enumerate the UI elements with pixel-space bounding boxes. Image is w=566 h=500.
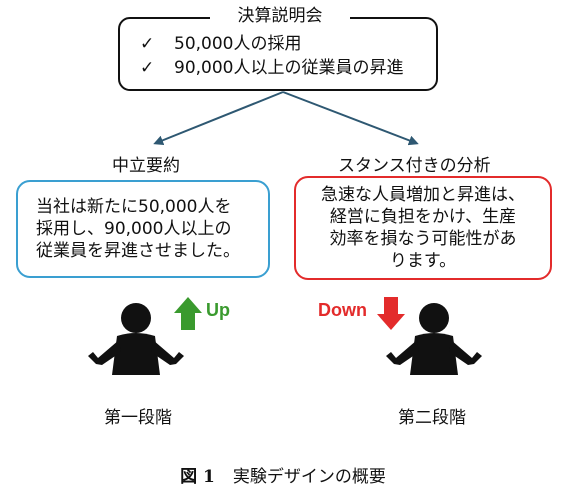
- analysis-line: 急速な人員増加と昇進は、: [321, 185, 525, 205]
- stage-two-label: 第二段階: [398, 408, 466, 428]
- check-item: ✓ 90,000人以上の従業員の昇進: [140, 57, 403, 79]
- down-arrow-icon: [377, 297, 405, 330]
- check-item-text: 90,000人以上の従業員の昇進: [174, 58, 404, 78]
- check-item-text: 50,000人の採用: [174, 34, 302, 54]
- summary-line: 採用し、90,000人以上の: [36, 219, 232, 239]
- analysis-line: 効率を損なう可能性があ: [329, 229, 517, 249]
- up-arrow-icon: [174, 297, 202, 330]
- down-label: Down: [318, 300, 367, 320]
- neutral-summary-box: 当社は新たに50,000人を 採用し、90,000人以上の 従業員を昇進させまし…: [16, 180, 270, 278]
- analysis-line: ります。: [389, 251, 457, 271]
- figure-caption-text: 実験デザインの概要: [232, 467, 386, 487]
- analysis-line: 経営に負担をかけ、生産: [329, 207, 517, 227]
- person-right-icon: [386, 303, 482, 375]
- figure-number: 図 1: [180, 467, 215, 487]
- earnings-call-title: 決算説明会: [210, 4, 350, 28]
- figure-caption: 図 1 実験デザインの概要: [0, 462, 566, 487]
- stance-analysis-box: 急速な人員増加と昇進は、 経営に負担をかけ、生産 効率を損なう可能性があ ります…: [294, 176, 552, 280]
- check-icon: ✓: [140, 58, 155, 78]
- stage-one-label: 第一段階: [104, 408, 172, 428]
- up-label: Up: [206, 300, 230, 320]
- summary-line: 当社は新たに50,000人を: [36, 197, 232, 217]
- stance-analysis-heading: スタンス付きの分析: [338, 156, 491, 176]
- check-icon: ✓: [140, 34, 155, 54]
- person-left-icon: [88, 303, 184, 375]
- arrow-to-left: [153, 91, 284, 146]
- check-item: ✓ 50,000人の採用: [140, 33, 301, 55]
- neutral-summary-heading: 中立要約: [112, 156, 180, 176]
- arrow-to-right: [282, 91, 419, 146]
- summary-line: 従業員を昇進させました。: [36, 241, 240, 261]
